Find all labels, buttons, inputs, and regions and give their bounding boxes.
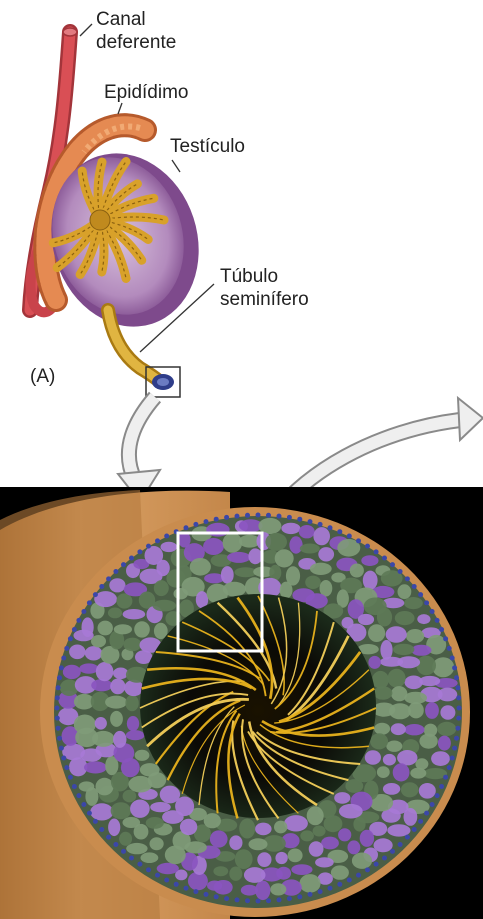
tubule-cross-section	[0, 487, 483, 919]
arrow-to-cross-section	[118, 397, 160, 502]
panel-label-a: (A)	[30, 366, 55, 388]
label-testiculo: Testículo	[170, 135, 245, 158]
label-tubulo-seminifero: Túbulo seminífero	[220, 265, 309, 311]
label-epididimo: Epidídimo	[104, 81, 189, 104]
label-canal-deferente: Canal deferente	[96, 8, 176, 54]
